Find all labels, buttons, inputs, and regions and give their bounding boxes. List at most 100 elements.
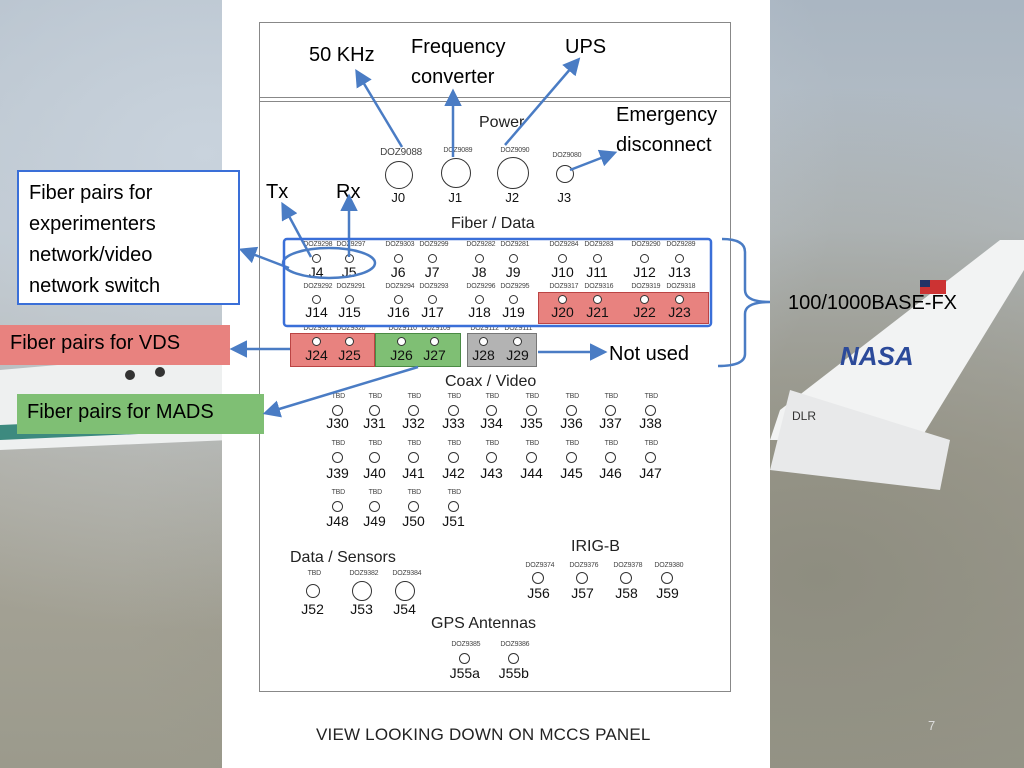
connector-id-label: J12 — [633, 264, 656, 280]
connector-id-label: J48 — [326, 513, 349, 529]
panel-footer-caption: VIEW LOOKING DOWN ON MCCS PANEL — [316, 725, 651, 744]
connector-id-label: J10 — [551, 264, 574, 280]
connector-tag-label: TBD — [604, 440, 619, 447]
label-ups: UPS — [565, 36, 607, 58]
connector-tag-label: TBD — [368, 489, 383, 496]
connector-port-icon — [427, 294, 437, 304]
connector-tag-label: DOZ9374 — [525, 562, 555, 569]
connector-tag-label: TBD — [331, 393, 346, 400]
connector-id-label: J2 — [505, 190, 520, 205]
connector-tag-label: DOZ9318 — [666, 283, 696, 290]
connector-port-icon — [507, 652, 519, 664]
connector-port-icon — [393, 253, 403, 263]
connector-tag-label: DOZ9292 — [303, 283, 333, 290]
connector-port-icon — [639, 294, 649, 304]
label-disconnect: disconnect — [616, 134, 712, 156]
label-100-1000base-fx: 100/1000BASE-FX — [788, 292, 957, 314]
connector-port-icon — [604, 451, 616, 463]
connector-id-label: J7 — [424, 264, 440, 280]
connector-port-icon — [644, 451, 656, 463]
connector-id-label: J0 — [391, 190, 406, 205]
connector-tag-label: TBD — [485, 393, 500, 400]
connector-id-label: J56 — [527, 585, 550, 601]
panel-divider — [259, 101, 731, 102]
connector-port-icon — [592, 294, 602, 304]
connector-port-icon — [331, 500, 343, 512]
connector-tag-label: TBD — [565, 440, 580, 447]
connector-tag-label: DOZ9295 — [500, 283, 530, 290]
connector-port-icon — [474, 253, 484, 263]
connector-id-label: J58 — [615, 585, 638, 601]
connector-tag-label: DOZ9321 — [303, 325, 333, 332]
connector-port-icon — [565, 451, 577, 463]
connector-id-label: J17 — [421, 304, 444, 320]
connector-id-label: J26 — [390, 347, 413, 363]
callout-vds: Fiber pairs for VDS — [0, 325, 230, 365]
connector-id-label: J8 — [471, 264, 487, 280]
connector-tag-label: DOZ9293 — [419, 283, 449, 290]
connector-id-label: J55a — [449, 665, 480, 681]
connector-id-label: J31 — [363, 415, 386, 431]
connector-tag-label: DOZ9380 — [654, 562, 684, 569]
connector-id-label: J28 — [472, 347, 495, 363]
connector-port-icon — [604, 404, 616, 416]
connector-port-icon — [368, 404, 380, 416]
connector-port-icon — [639, 253, 649, 263]
label-50khz: 50 KHz — [309, 44, 375, 66]
connector-tag-label: DOZ9284 — [549, 241, 579, 248]
callout-experimenters: Fiber pairs for experimenters network/vi… — [17, 170, 240, 305]
connector-id-label: J24 — [305, 347, 328, 363]
connector-tag-label: DOZ9317 — [549, 283, 579, 290]
connector-port-icon — [344, 253, 354, 263]
connector-port-icon — [407, 404, 419, 416]
connector-port-icon — [592, 253, 602, 263]
connector-id-label: J6 — [390, 264, 406, 280]
connector-port-icon — [565, 404, 577, 416]
connector-port-icon — [485, 404, 497, 416]
label-converter: converter — [411, 66, 495, 88]
connector-port-icon — [525, 451, 537, 463]
connector-tag-label: DOZ9316 — [584, 283, 614, 290]
label-rx: Rx — [336, 181, 361, 203]
connector-port-icon — [508, 253, 518, 263]
connector-port-icon — [485, 451, 497, 463]
connector-id-label: J44 — [520, 465, 543, 481]
connector-id-label: J50 — [402, 513, 425, 529]
connector-tag-label: DOZ9382 — [349, 570, 379, 577]
connector-id-label: J25 — [338, 347, 361, 363]
connector-tag-label: DOZ9294 — [385, 283, 415, 290]
connector-tag-label: DOZ9291 — [336, 283, 366, 290]
connector-tag-label: DOZ9378 — [613, 562, 643, 569]
connector-tag-label: DOZ9319 — [631, 283, 661, 290]
connector-tag-label: DOZ9376 — [569, 562, 599, 569]
connector-tag-label: DOZ9109 — [421, 325, 451, 332]
connector-port-icon — [368, 500, 380, 512]
connector-tag-label: DOZ9090 — [500, 147, 530, 154]
connector-port-icon — [497, 157, 529, 189]
connector-tag-label: TBD — [644, 440, 659, 447]
connector-tag-label: DOZ9281 — [500, 241, 530, 248]
connector-port-icon — [556, 165, 574, 183]
connector-port-icon — [525, 404, 537, 416]
connector-id-label: J11 — [586, 264, 608, 280]
connector-port-icon — [674, 294, 684, 304]
connector-tag-label: TBD — [407, 440, 422, 447]
connector-port-icon — [368, 451, 380, 463]
connector-port-icon — [385, 161, 413, 189]
connector-port-icon — [429, 336, 439, 346]
connector-tag-label: TBD — [447, 393, 462, 400]
connector-tag-label: TBD — [368, 440, 383, 447]
connector-tag-label: DOZ9282 — [466, 241, 496, 248]
connector-port-icon — [557, 294, 567, 304]
connector-id-label: J59 — [656, 585, 679, 601]
connector-port-icon — [311, 294, 321, 304]
connector-tag-label: DOZ9303 — [385, 241, 415, 248]
connector-tag-label: TBD — [368, 393, 383, 400]
section-irig-title: IRIG-B — [571, 538, 620, 555]
connector-port-icon — [620, 572, 632, 584]
section-fiber-title: Fiber / Data — [451, 215, 535, 232]
connector-tag-label: DOZ9080 — [552, 152, 582, 159]
connector-id-label: J14 — [305, 304, 328, 320]
connector-port-icon — [644, 404, 656, 416]
dlr-logo: DLR — [792, 409, 816, 423]
